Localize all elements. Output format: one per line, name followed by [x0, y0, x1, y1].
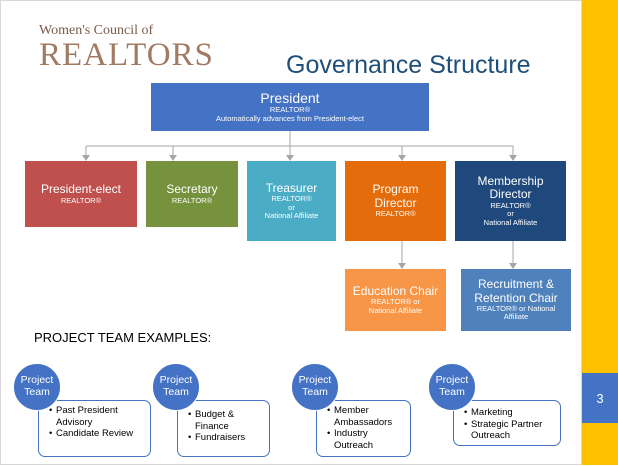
membership-director-or: or [507, 209, 514, 219]
recruitment-chair-title: Recruitment & Retention Chair [474, 277, 558, 305]
project-team-item: Fundraisers [188, 432, 265, 444]
project-team-label: Project Team [435, 374, 469, 398]
secretary-box: Secretary REALTOR® [146, 161, 238, 227]
project-team-item: Candidate Review [49, 428, 146, 440]
recruitment-chair-role: REALTOR® or National Affiliate [476, 304, 556, 322]
education-chair-title: Education Chair [352, 283, 439, 298]
president-title: President [260, 89, 320, 106]
treasurer-box: Treasurer REALTOR® or National Affiliate [247, 161, 336, 241]
project-team-box-1: Past President Advisory Candidate Review [38, 400, 151, 457]
secretary-title: Secretary [166, 182, 218, 197]
logo: Women's Council of REALTORS [31, 23, 213, 81]
president-role: REALTOR® [269, 105, 311, 115]
project-team-circle-2: Project Team [152, 363, 200, 411]
program-director-box: Program Director REALTOR® [345, 161, 446, 241]
president-elect-box: President-elect REALTOR® [25, 161, 137, 227]
president-elect-title: President-elect [40, 182, 122, 197]
membership-director-alt: National Affiliate [483, 217, 538, 227]
slide: Women's Council of REALTORS Governance S… [0, 0, 582, 465]
slide-number: 3 [596, 390, 604, 406]
slide-title: Governance Structure [286, 51, 531, 79]
project-team-label: Project Team [298, 374, 332, 398]
logo-line-2: REALTORS [39, 37, 214, 73]
project-team-item: Past President Advisory [49, 405, 146, 428]
president-note: Automatically advances from President-el… [216, 113, 364, 123]
project-team-item: Industry Outreach [327, 428, 406, 451]
project-team-heading: PROJECT TEAM EXAMPLES: [34, 330, 212, 345]
president-elect-role: REALTOR® [60, 195, 102, 205]
membership-director-role: REALTOR® [490, 200, 531, 210]
project-team-item: Strategic Partner Outreach [464, 419, 556, 442]
president-box: President REALTOR® Automatically advance… [151, 83, 429, 131]
education-chair-box: Education Chair REALTOR® or National Aff… [345, 269, 446, 331]
project-team-circle-3: Project Team [291, 363, 339, 411]
side-bar: 3 [582, 0, 618, 465]
logo-line-1: Women's Council of [39, 23, 154, 38]
treasurer-alt: National Affiliate [264, 210, 319, 220]
program-director-role: REALTOR® [375, 209, 416, 219]
treasurer-or: or [288, 202, 295, 212]
slide-number-tab: 3 [582, 373, 618, 423]
project-team-circle-1: Project Team [13, 363, 61, 411]
project-team-box-3: Member Ambassadors Industry Outreach [316, 400, 411, 457]
secretary-role: REALTOR® [171, 195, 213, 205]
project-team-box-2: Budget & Finance Fundraisers [177, 400, 270, 457]
education-chair-role: REALTOR® or National Affiliate [368, 297, 423, 315]
membership-director-box: Membership Director REALTOR® or National… [455, 161, 566, 241]
treasurer-role: REALTOR® [271, 194, 312, 204]
connector-lines [82, 131, 517, 269]
recruitment-chair-box: Recruitment & Retention Chair REALTOR® o… [461, 269, 571, 331]
project-team-label: Project Team [159, 374, 193, 398]
program-director-title: Program Director [372, 182, 419, 210]
project-team-circle-4: Project Team [428, 363, 476, 411]
project-team-label: Project Team [20, 374, 54, 398]
treasurer-title: Treasurer [265, 180, 318, 195]
membership-director-title: Membership Director [477, 173, 544, 202]
project-team-item: Marketing [464, 407, 556, 419]
project-team-box-4: Marketing Strategic Partner Outreach [453, 400, 561, 446]
project-team-item: Budget & Finance [188, 409, 265, 432]
project-team-item: Member Ambassadors [327, 405, 406, 428]
